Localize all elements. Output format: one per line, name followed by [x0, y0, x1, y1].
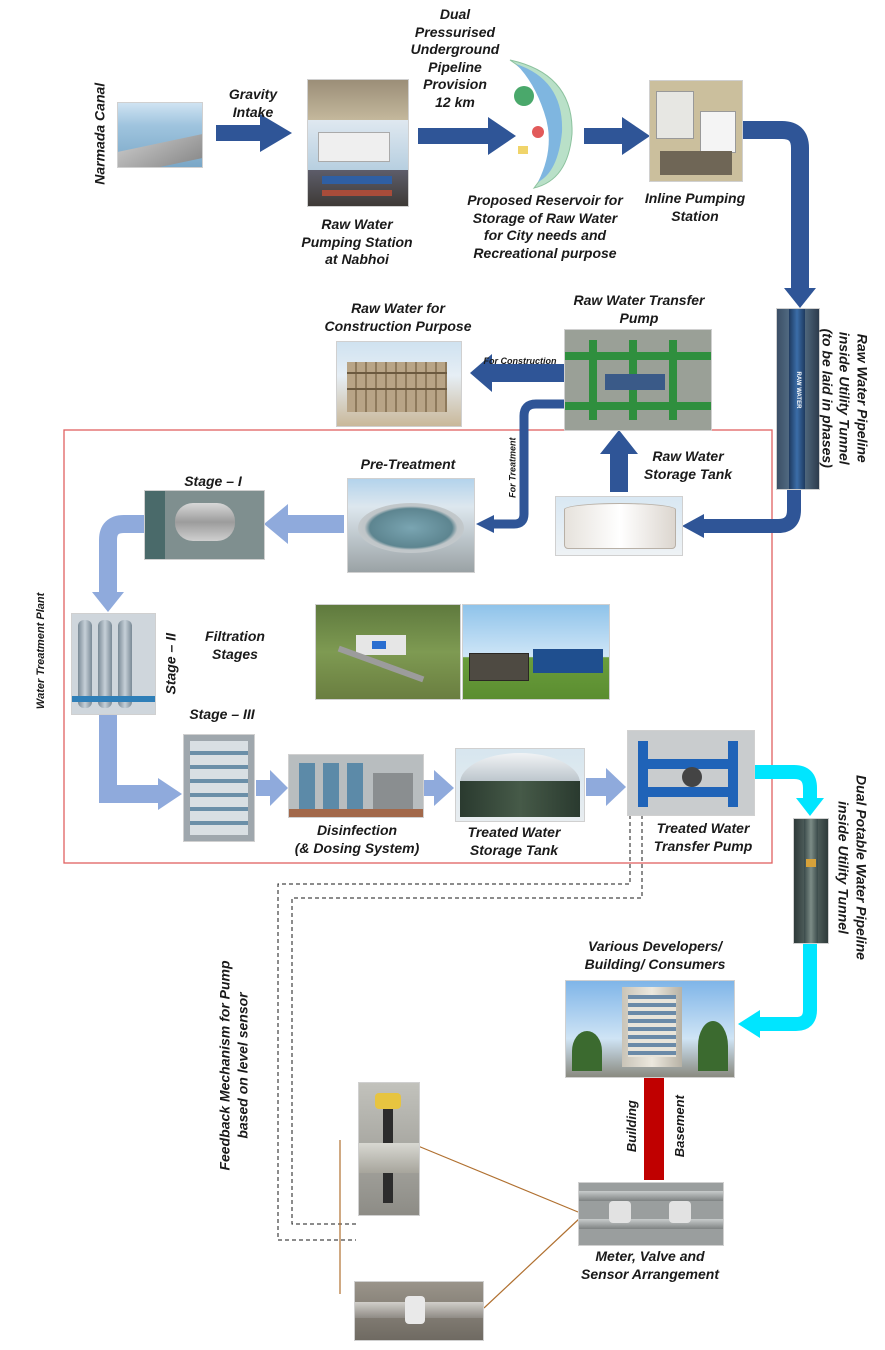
stage-2-label: Stage – II	[162, 633, 179, 695]
level-sensor-photo-1	[358, 1082, 420, 1216]
arrow-to-raw-storage-tank	[682, 488, 801, 538]
meter-valve-sensor-label: Meter, Valve and Sensor Arrangement	[581, 1248, 719, 1282]
narmada-canal-photo	[117, 102, 203, 168]
arrow-to-potable-pipeline	[752, 765, 824, 816]
arrow-to-raw-pipeline	[742, 121, 816, 308]
arrow-to-consumers	[738, 942, 817, 1038]
arrow-gravity-intake	[216, 114, 292, 152]
plant-entrance-photo	[462, 604, 610, 700]
for-treatment-label: For Treatment	[507, 437, 518, 498]
treated-water-storage-tank-photo	[455, 748, 585, 822]
raw-water-transfer-pump-label: Raw Water Transfer Pump	[573, 292, 705, 326]
gravity-intake-label: Gravity Intake	[228, 86, 278, 120]
stage-3-label: Stage – III	[189, 706, 255, 722]
raw-water-pipe-text: RAW WATER	[795, 371, 801, 409]
arrow-to-treated-transfer-pump	[586, 768, 626, 806]
raw-water-storage-tank-photo	[555, 496, 683, 556]
treated-water-transfer-pump-label: Treated Water Transfer Pump	[653, 820, 753, 854]
arrow-to-transfer-pump	[600, 430, 638, 492]
basement-label: Basement	[671, 1095, 687, 1158]
sensor-link-lines	[339, 1140, 581, 1309]
pre-treatment-label: Pre-Treatment	[360, 456, 456, 472]
raw-water-pipeline-photo: RAW WATER	[776, 308, 820, 490]
narmada-canal-label: Narmada Canal	[91, 82, 108, 185]
construction-photo	[336, 341, 462, 427]
arrow-to-stage-3	[99, 712, 182, 810]
stage-1-photo	[144, 490, 265, 560]
disinfection-photo	[288, 754, 424, 818]
potable-water-pipeline-photo	[793, 818, 829, 944]
arrow-to-inline-pumping	[584, 117, 650, 155]
raw-water-pumping-station-photo	[307, 79, 409, 207]
proposed-reservoir-label: Proposed Reservoir for Storage of Raw Wa…	[467, 192, 623, 261]
meter-valve-sensor-photo	[578, 1182, 724, 1246]
arrow-for-treatment	[476, 399, 566, 533]
raw-water-construction-label: Raw Water for Construction Purpose	[324, 300, 472, 334]
consumer-building-photo	[565, 980, 735, 1078]
arrow-to-stage-1	[264, 504, 344, 544]
various-developers-label: Various Developers/ Building/ Consumers	[584, 938, 726, 972]
building-label: Building	[623, 1100, 639, 1153]
arrow-dual-pipeline	[418, 117, 516, 155]
arrow-to-stage-2	[92, 515, 146, 612]
arrow-to-disinfection	[256, 770, 288, 806]
arrow-for-construction	[470, 354, 564, 392]
proposed-reservoir-map	[494, 54, 580, 190]
inline-pumping-station-photo	[649, 80, 743, 182]
stage-1-label: Stage – I	[184, 473, 242, 489]
raw-water-transfer-pump-photo	[564, 329, 712, 431]
plant-aerial-photo	[315, 604, 461, 700]
treated-water-transfer-pump-photo	[627, 730, 755, 816]
for-construction-label: For Construction	[483, 356, 557, 366]
raw-water-pipeline-tunnel-label: Raw Water Pipeline inside Utility Tunnel…	[819, 328, 871, 468]
filtration-stages-label: Filtration Stages	[205, 628, 265, 662]
dual-pipeline-label: Dual Pressurised Underground Pipeline Pr…	[410, 6, 500, 110]
stage-2-photo	[71, 613, 156, 715]
disinfection-label: Disinfection (& Dosing System)	[294, 822, 420, 856]
feedback-dashed-lines	[277, 815, 643, 1241]
inline-pumping-station-label: Inline Pumping Station	[644, 190, 746, 224]
treated-water-storage-label: Treated Water Storage Tank	[467, 824, 561, 858]
raw-water-storage-tank-label: Raw Water Storage Tank	[643, 448, 733, 482]
feedback-mechanism-label: Feedback Mechanism for Pump based on lev…	[216, 960, 251, 1171]
stage-3-photo	[183, 734, 255, 842]
water-treatment-plant-boundary	[63, 429, 773, 864]
dual-potable-pipeline-label: Dual Potable Water Pipeline inside Utili…	[836, 775, 870, 960]
pre-treatment-photo	[347, 478, 475, 573]
raw-water-pumping-station-label: Raw Water Pumping Station at Nabhoi	[301, 216, 413, 267]
level-sensor-photo-2	[354, 1281, 484, 1341]
building-basement-link	[644, 1076, 664, 1180]
water-treatment-plant-label: Water Treatment Plant	[35, 592, 48, 710]
arrow-to-treated-storage	[424, 770, 454, 806]
